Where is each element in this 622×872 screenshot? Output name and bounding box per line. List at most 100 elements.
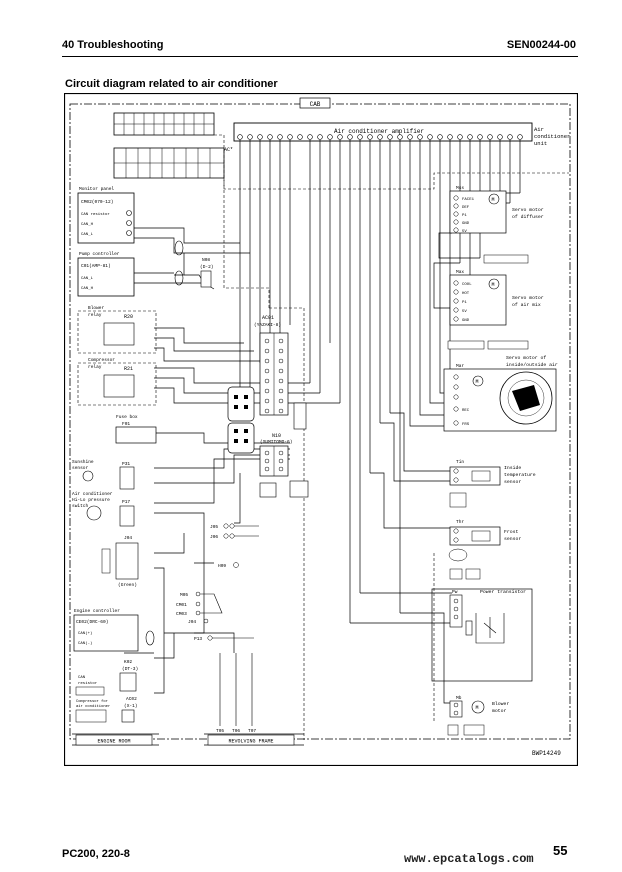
air-mix-pin-1: COOL — [462, 283, 472, 287]
inside-outside-title-1: Servo motor of — [506, 355, 546, 361]
diffuser-title-2: of diffuser — [512, 214, 544, 220]
h09-label: H09 — [218, 563, 226, 569]
pump-title: Pump controller — [79, 251, 120, 257]
can-resistor-1: CAN — [78, 676, 86, 680]
j04-color: (Green) — [118, 582, 137, 588]
pressure-1: Air conditioner — [72, 491, 113, 497]
blower-motor-conn: Mb — [456, 695, 462, 701]
cm01-label: CM01 — [176, 602, 187, 608]
cab-label: CAB — [310, 101, 321, 108]
air-mix-title-2: of air mix — [512, 302, 541, 308]
svg-text:M: M — [492, 197, 495, 203]
ac02-label: AC02 — [126, 696, 137, 702]
engine-room-label: ENGINE ROOM — [97, 739, 130, 745]
diffuser-pin-1: FACE1 — [462, 198, 475, 202]
blower-relay-1: Blower — [88, 305, 105, 311]
pump-pin-1: CAN_L — [81, 277, 94, 281]
sunshine-1: Sunshine — [72, 459, 94, 465]
compressor-relay-r21: R21 — [124, 366, 133, 372]
amp-unit-2: conditioner — [534, 133, 570, 140]
sunshine-2: sensor — [72, 465, 89, 471]
air-mix-pin-4: 5V — [462, 310, 467, 314]
drawing-number: BWP14249 — [532, 750, 561, 757]
inside-outside-pin-3: FRS — [462, 423, 470, 427]
n10-label: N10 — [272, 433, 281, 439]
frost-title-2: sensor — [504, 537, 521, 542]
diffuser-conn: Mss — [456, 185, 464, 191]
circuit-diagram: CAB AC* Air conditioner amplifier Air co… — [64, 93, 578, 766]
engine-ctrl-pin-1: CAN(+) — [78, 631, 92, 636]
amp-unit-3: unit — [534, 140, 547, 147]
j06-label: J06 — [210, 534, 218, 540]
inside-temp-title-3: sensor — [504, 480, 521, 485]
ac01-label: AC01 — [262, 315, 274, 321]
inside-outside-title-2: inside/outside air — [506, 362, 558, 368]
diffuser-pin-4: GND — [462, 222, 470, 226]
monitor-pin-2: CAN_H — [81, 223, 94, 227]
j05-label: J05 — [210, 524, 218, 530]
ac01-conn: (YAZAKI-8) — [254, 322, 281, 328]
amp-unit-1: Air — [534, 126, 544, 133]
air-mix-pin-2: HOT — [462, 292, 470, 296]
compressor-1: Compressor for — [76, 699, 108, 704]
pressure-3: switch — [72, 503, 89, 509]
air-mix-conn: Max — [456, 269, 464, 275]
n08-conn: (D-2) — [200, 264, 214, 270]
ac-connector-label: AC* — [224, 147, 233, 153]
pump-conn: C01(AMP-81) — [81, 263, 111, 269]
j04b-label: J04 — [188, 619, 196, 625]
j04-label: J04 — [124, 535, 132, 541]
fuse-box-f01: F01 — [122, 421, 130, 427]
air-mix-pin-5: GND — [462, 319, 470, 323]
t07-label: T07 — [248, 728, 256, 734]
air-mix-title-1: Servo motor — [512, 295, 544, 301]
blower-relay-r20: R20 — [124, 314, 133, 320]
blower-relay-2: relay — [88, 312, 102, 318]
blower-motor-title-1: Blower — [492, 701, 509, 707]
inside-temp-conn: Tin — [456, 459, 464, 465]
t05-label: T05 — [216, 728, 224, 734]
blower-motor-title-2: motor — [492, 708, 507, 714]
can-resistor-2: resistor — [78, 681, 98, 686]
sunshine-p31: P31 — [122, 461, 130, 467]
inside-outside-pin-1: M — [476, 379, 479, 385]
footer-url[interactable]: www.epcatalogs.com — [404, 852, 534, 866]
fuse-box-label: Fuse box — [116, 414, 138, 420]
compressor-2: air conditioner — [76, 704, 110, 709]
p13-label: P13 — [194, 636, 202, 642]
header-left: 40 Troubleshooting — [62, 39, 164, 51]
frost-conn: Thr — [456, 519, 464, 525]
air-mix-pin-3: P1 — [462, 301, 467, 305]
monitor-conn: CM02(070-12) — [81, 199, 113, 205]
amp-title: Air conditioner amplifier — [334, 128, 424, 135]
monitor-title: Monitor panel — [79, 186, 114, 192]
pressure-2: Hi-Lo pressure — [72, 497, 110, 503]
n08-label: N08 — [202, 257, 210, 263]
engine-ctrl-conn: CE02(DRC-60) — [76, 619, 108, 625]
diffuser-pin-3: P1 — [462, 214, 467, 218]
monitor-pin-3: CAN_L — [81, 233, 94, 237]
pump-pin-2: CAN_H — [81, 287, 94, 291]
power-transistor-title: Power transistor — [480, 589, 526, 595]
engine-ctrl-title: Engine controller — [74, 608, 120, 614]
page-number: 55 — [553, 843, 568, 858]
revolving-frame-label: REVOLVING FRAME — [228, 739, 273, 745]
compressor-relay-1: Compressor — [88, 357, 115, 363]
monitor-pin-1: CAN resistor — [81, 212, 110, 217]
power-transistor-conn: Pw — [452, 589, 458, 595]
inside-outside-conn: Mar — [456, 363, 464, 369]
section-title: Circuit diagram related to air condition… — [65, 78, 278, 90]
diffuser-pin-2: DEF — [462, 206, 470, 210]
svg-text:M: M — [476, 705, 479, 711]
ac02-conn: (X-1) — [124, 703, 138, 709]
header-right: SEN00244-00 — [506, 39, 576, 51]
t06-label: T06 — [232, 728, 240, 734]
k02-conn: (DT-3) — [122, 666, 138, 672]
engine-ctrl-pin-2: CAN(-) — [78, 641, 92, 646]
inside-outside-pin-2: REC — [462, 409, 470, 413]
cm03-label: CM03 — [176, 611, 187, 617]
diffuser-pin-5: 5V — [462, 230, 467, 234]
header-rule — [62, 56, 578, 57]
frost-title-1: Frost — [504, 529, 519, 535]
k02-label: K02 — [124, 659, 132, 665]
